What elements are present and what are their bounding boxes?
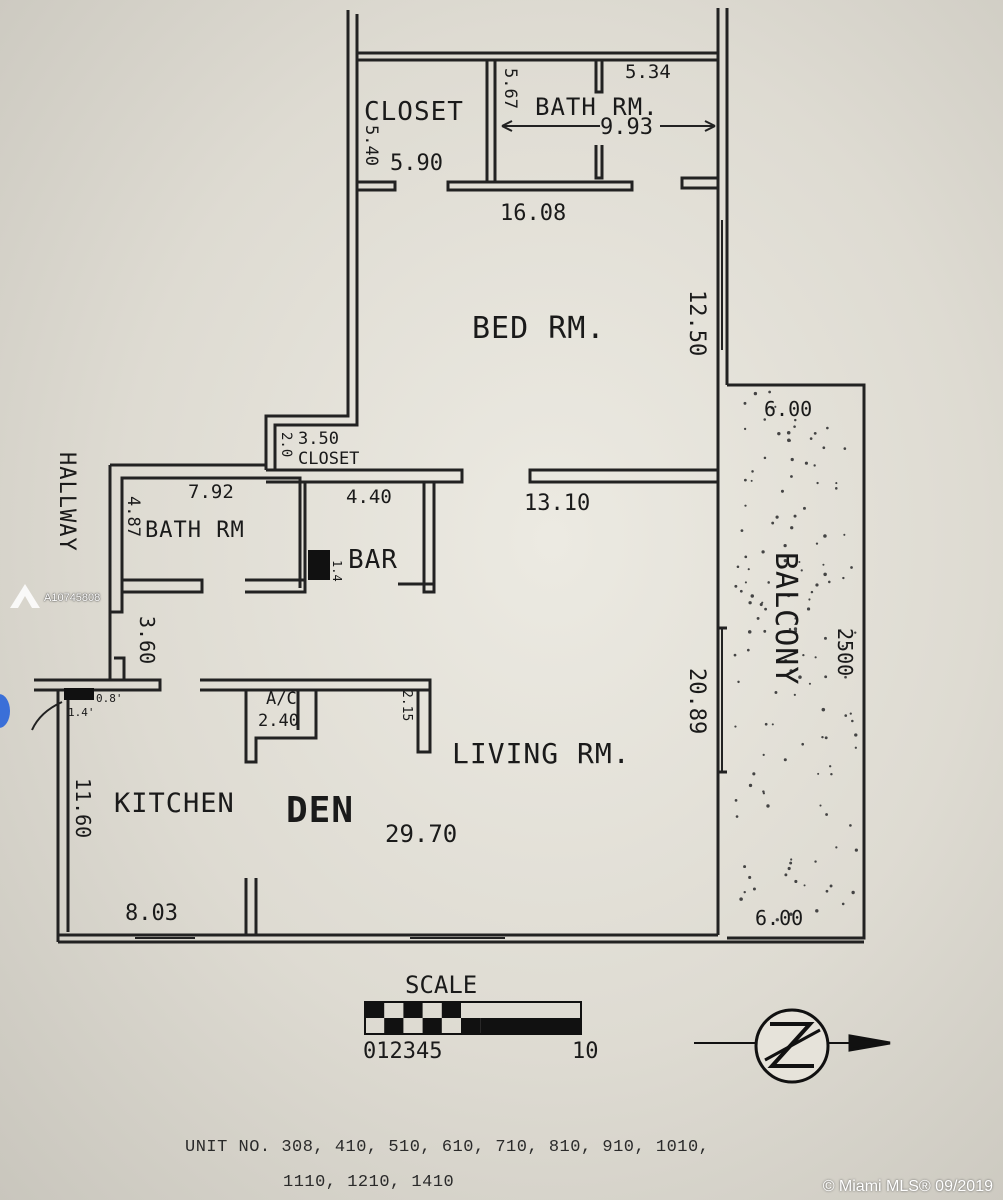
scale-ticks: 012345 xyxy=(363,1039,442,1064)
dim-bed-w: 16.08 xyxy=(500,201,566,226)
dim-balcony-len: 2500 xyxy=(833,628,857,676)
mls-logo-icon xyxy=(10,584,40,608)
closet-top-label: CLOSET xyxy=(364,97,464,127)
dim-kitchen-h: 11.60 xyxy=(71,778,95,838)
den-label: DEN xyxy=(286,790,354,831)
dim-hall-h: 3.60 xyxy=(135,616,159,664)
copyright-watermark: © Miami MLS® 09/2019 xyxy=(822,1178,993,1195)
dim-bath-top-w1: 5.34 xyxy=(625,61,671,83)
dim-bed-h: 12.50 xyxy=(684,290,709,356)
dim-ac-h: 2.15 xyxy=(399,690,414,721)
closet-mid-label: CLOSET xyxy=(298,449,359,469)
dim-den-w: 29.70 xyxy=(385,820,457,848)
dim-balcony-top: 6.00 xyxy=(764,397,812,421)
north-arrow-icon xyxy=(694,1008,891,1084)
dim-closet-top-w: 5.90 xyxy=(390,151,443,176)
dim-bath-top-w2: 9.93 xyxy=(600,115,653,140)
dim-balcony-bottom: 6.00 xyxy=(755,906,803,930)
scale-end: 10 xyxy=(572,1039,599,1064)
dim-living-h: 20.89 xyxy=(684,668,709,734)
bath-left-label: BATH RM xyxy=(145,518,245,543)
walls xyxy=(34,8,866,944)
unit-caption: UNIT NO. 308, 410, 510, 610, 710, 810, 9… xyxy=(185,1130,709,1200)
bed-room-label: BED RM. xyxy=(472,311,605,346)
scale-title: SCALE xyxy=(405,971,477,999)
hallway-label: HALLWAY xyxy=(54,452,79,552)
dim-bar-w: 4.40 xyxy=(346,486,392,508)
dim-closet-mid-h: 2.0 xyxy=(278,432,294,457)
dim-entry-a: 1.4' xyxy=(68,706,95,719)
door-swing xyxy=(31,701,63,731)
dim-bar-small: 1.4 xyxy=(330,560,344,582)
dim-bath-left-w: 7.92 xyxy=(188,481,234,503)
dim-bath-left-h: 4.87 xyxy=(123,496,143,537)
dim-closet-top-h: 5.40 xyxy=(361,125,381,166)
kitchen-label: KITCHEN xyxy=(114,788,235,819)
ac-label: A/C xyxy=(266,689,297,709)
bar-sink-mark xyxy=(308,550,330,580)
dim-entry-b: 0.8' xyxy=(96,692,123,705)
balcony-label: BALCONY xyxy=(768,552,803,685)
dimension-arrow xyxy=(501,120,716,132)
dim-ac-w: 2.40 xyxy=(258,711,299,731)
bar-label: BAR xyxy=(348,545,398,575)
balcony-stipple xyxy=(733,390,858,922)
marker-dot xyxy=(0,694,10,728)
scale-bar: SCALE 012345 10 xyxy=(363,971,599,1064)
unit-caption-line-2: 1110, 1210, 1410 xyxy=(283,1173,455,1192)
dim-kitchen-w: 8.03 xyxy=(125,901,178,926)
listing-id-watermark: A10745808 xyxy=(44,592,101,604)
window-marks xyxy=(135,220,723,939)
entry-mark xyxy=(64,688,94,700)
dim-bath-top-h: 5.67 xyxy=(500,68,520,109)
bath-top-label: BATH RM. xyxy=(535,93,659,121)
dim-living-w: 13.10 xyxy=(524,491,590,516)
unit-caption-line-1: UNIT NO. 308, 410, 510, 610, 710, 810, 9… xyxy=(185,1138,710,1157)
dim-closet-mid-w: 3.50 xyxy=(298,429,339,449)
living-room-label: LIVING RM. xyxy=(452,737,631,770)
